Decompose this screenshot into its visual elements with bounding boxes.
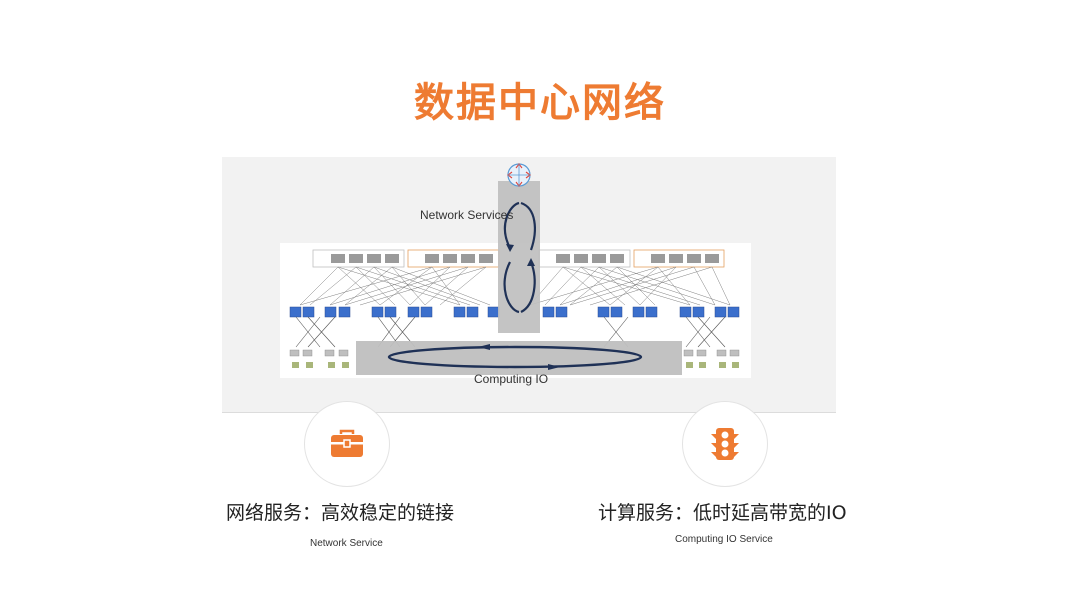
network-service-icon-circle [304, 401, 390, 487]
servers-right-base [686, 362, 739, 368]
computing-service-icon-circle [682, 401, 768, 487]
computing-service-subtitle: Computing IO Service [675, 534, 773, 545]
servers-right [683, 349, 740, 357]
network-loop-arrowheads [506, 244, 535, 266]
network-services-column [498, 181, 540, 333]
traffic-light-icon [711, 428, 739, 460]
servers-left [289, 349, 349, 357]
network-service-title: 网络服务：高效稳定的链接 [226, 502, 455, 524]
servers-left-base [292, 362, 349, 368]
leaf-switches [289, 306, 740, 318]
router-icon [507, 163, 531, 187]
mesh-right [529, 266, 731, 306]
mesh-left [299, 266, 491, 306]
briefcase-icon [331, 429, 363, 457]
network-service-subtitle: Network Service [310, 538, 383, 549]
spine-cluster-2 [407, 249, 500, 268]
computing-loop-arrowheads [478, 344, 560, 370]
spine-cluster-4 [633, 249, 725, 268]
spine-cluster-3 [538, 249, 631, 268]
computing-loop-arrow [387, 345, 643, 369]
computing-io-label: Computing IO [474, 372, 549, 386]
spine-cluster-1 [312, 249, 405, 268]
slide-title: 数据中心网络 [414, 80, 666, 126]
computing-service-title: 计算服务：低时延高带宽的IO [598, 502, 847, 524]
network-loop-arrow [503, 201, 536, 314]
network-services-label: Network Services [420, 208, 514, 222]
